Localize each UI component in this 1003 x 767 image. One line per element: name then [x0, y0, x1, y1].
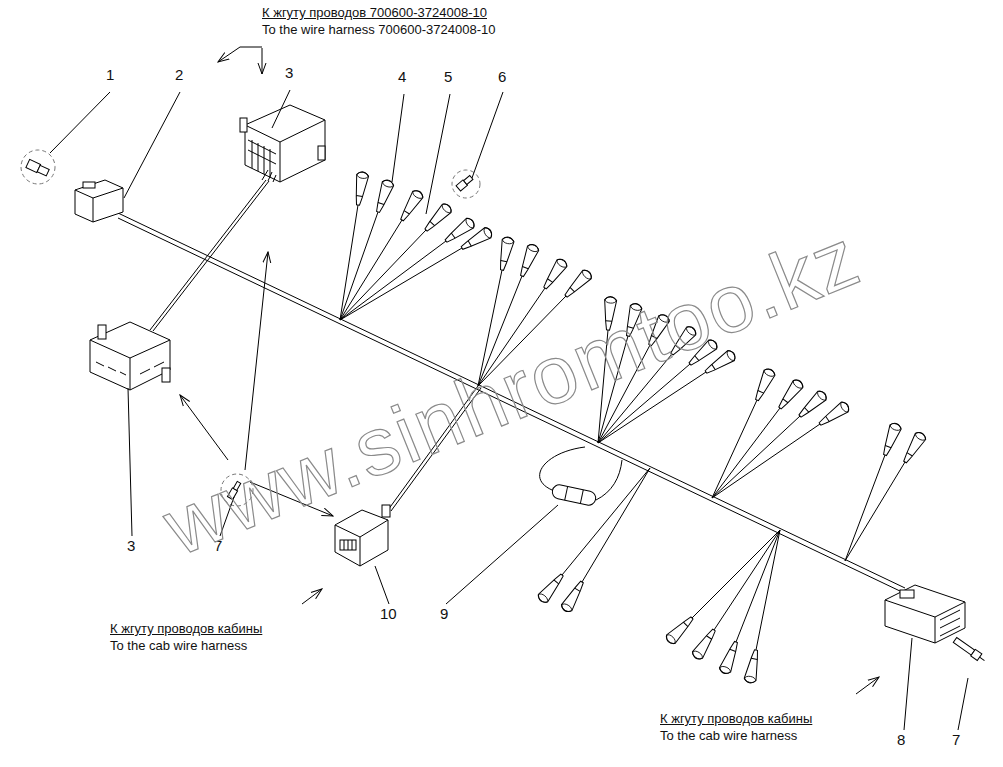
callout-number: 3	[285, 64, 293, 81]
callout-number: 5	[444, 68, 452, 85]
callout-number: 9	[440, 605, 448, 622]
watermark: www.sinhromtoo.kz	[151, 210, 873, 575]
note-text: К жгуту проводов 700600-3724008-10	[262, 6, 487, 21]
callout-number: 1	[106, 66, 114, 83]
note-text: To the cab wire harness	[110, 639, 247, 654]
note-text: К жгуту проводов кабины	[110, 622, 262, 637]
note-text: To the cab wire harness	[660, 729, 797, 744]
callout-number: 10	[380, 605, 397, 622]
note-text: К жгуту проводов кабины	[660, 712, 812, 727]
note-text: To the wire harness 700600-3724008-10	[262, 23, 495, 38]
callout-number: 2	[175, 66, 183, 83]
callout-number: 6	[498, 68, 506, 85]
callout-number: 8	[897, 731, 905, 748]
callout-number: 7	[952, 731, 960, 748]
callout-number: 3	[127, 537, 135, 554]
callout-number: 4	[398, 68, 406, 85]
